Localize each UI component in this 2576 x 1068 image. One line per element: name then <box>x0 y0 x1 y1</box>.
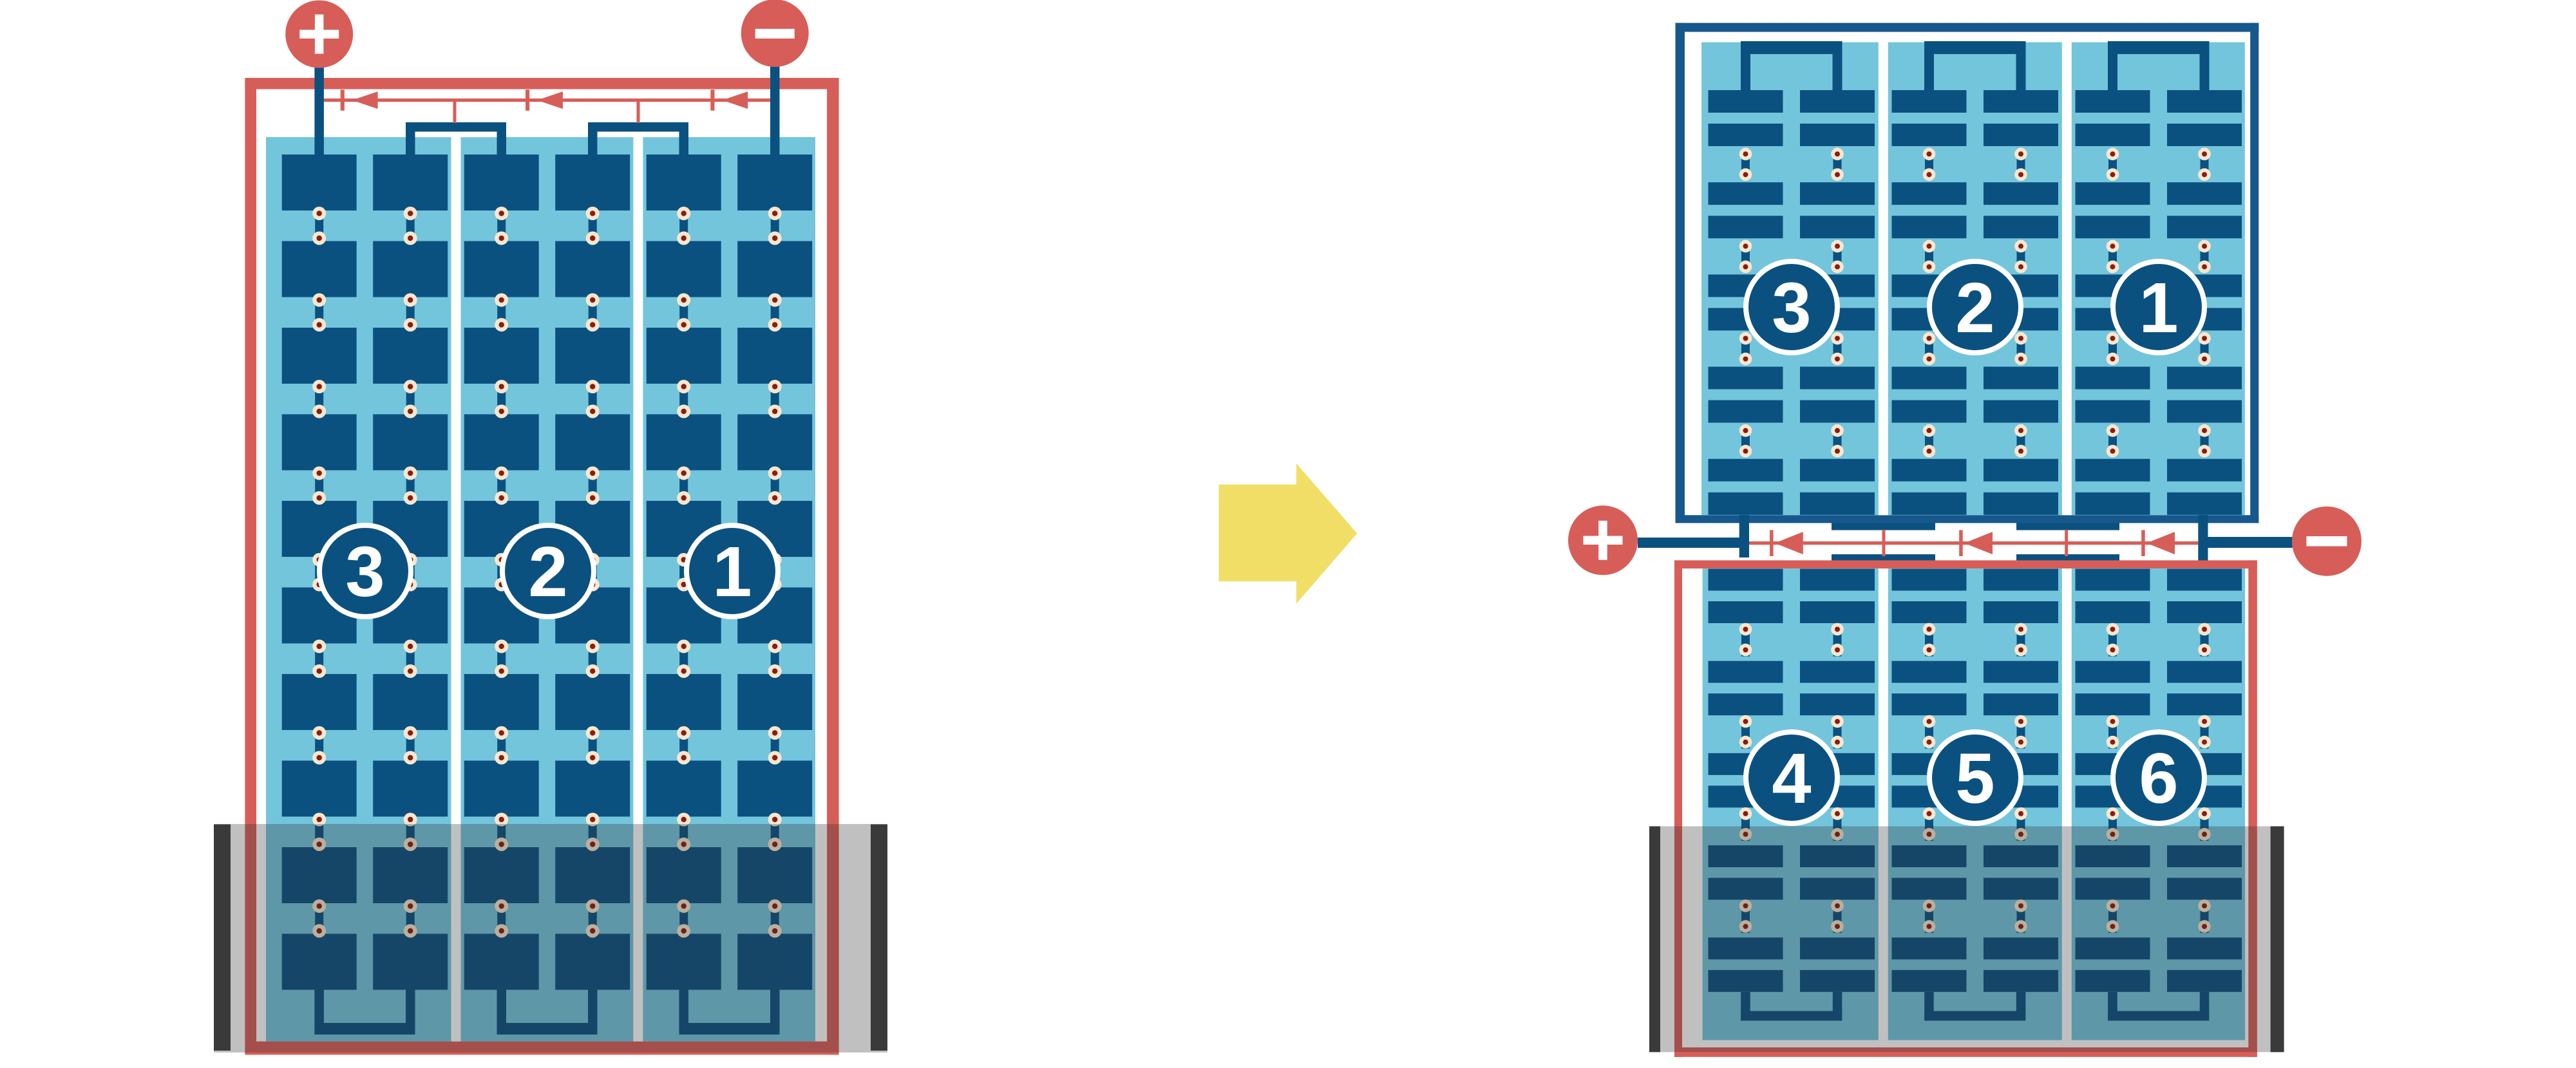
svg-text:2: 2 <box>1955 268 1994 348</box>
svg-text:5: 5 <box>1955 739 1994 818</box>
svg-text:4: 4 <box>1772 739 1811 818</box>
svg-text:1: 1 <box>712 532 752 612</box>
svg-text:3: 3 <box>1772 268 1811 348</box>
svg-text:3: 3 <box>345 532 384 612</box>
svg-text:6: 6 <box>2139 739 2178 818</box>
svg-text:2: 2 <box>528 532 567 612</box>
svg-text:1: 1 <box>2139 268 2178 348</box>
